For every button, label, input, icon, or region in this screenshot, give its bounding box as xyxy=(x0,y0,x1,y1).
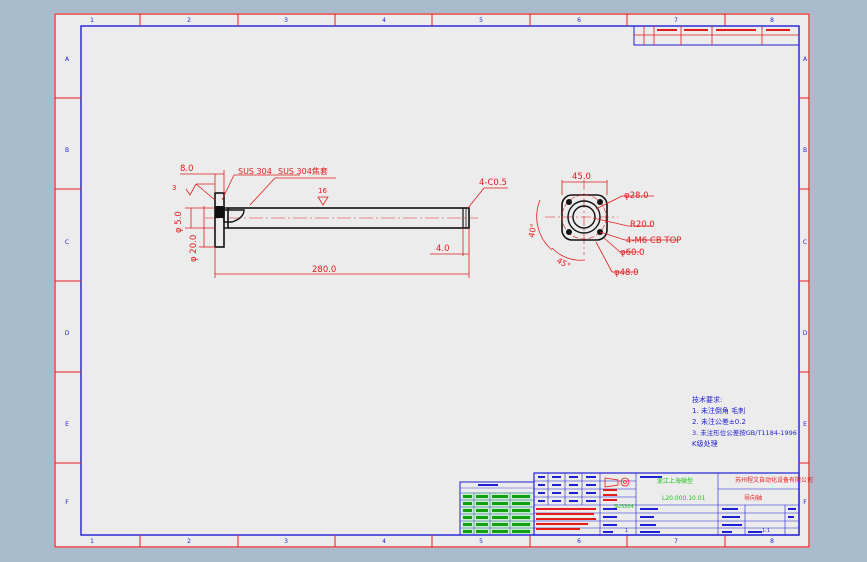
row-label: E xyxy=(803,421,807,428)
holes-label: 4-M6 CB TOP xyxy=(626,236,681,246)
material-sleeve-label: SUS 304焦套 xyxy=(278,166,328,176)
dim-diameter-60: φ60.0 xyxy=(620,248,645,258)
grid-ticks xyxy=(55,14,809,547)
col-label: 5 xyxy=(479,538,483,545)
notes-line: K级处理 xyxy=(692,439,718,448)
dim-length-280: 280.0 xyxy=(312,265,336,275)
col-label: 6 xyxy=(577,17,581,24)
sheet-cell: 1 xyxy=(625,528,628,534)
col-label: 8 xyxy=(770,17,774,24)
green-stamp-label: 浙江上海微型 xyxy=(657,477,693,485)
roughness-16: 16 xyxy=(318,187,327,195)
flange-end-view xyxy=(545,180,618,255)
row-label: F xyxy=(803,499,807,506)
projection-icon xyxy=(604,477,630,488)
col-label: 1 xyxy=(90,17,94,24)
dim-diameter-5: φ 5.0 xyxy=(174,211,184,233)
notes-line: 1. 未注倒角 毛刺 xyxy=(692,406,745,415)
dim-flange-45: 45.0 xyxy=(572,172,591,182)
material-label: SUS 304 xyxy=(238,167,272,176)
part-name: 导向轴 xyxy=(744,494,762,502)
row-label: A xyxy=(65,56,70,63)
dim-diameter-48: φ48.0 xyxy=(614,268,639,278)
company-name: 苏州程文自动化设备有限公司 xyxy=(735,476,813,484)
notes-line: 2. 未注公差±0.2 xyxy=(692,417,746,426)
dim-length-4: 4.0 xyxy=(436,244,450,254)
row-label: A xyxy=(803,56,808,63)
row-label: B xyxy=(65,147,69,154)
col-label: 4 xyxy=(382,538,386,545)
scale-cell: 1:1 xyxy=(762,528,770,534)
side-dimensions xyxy=(180,170,508,278)
material-cell: SUS304 xyxy=(614,504,634,510)
angle-40: 40° xyxy=(527,223,538,239)
dim-radius-20: R20.0 xyxy=(630,220,655,230)
bom-block xyxy=(459,481,596,536)
row-label: F xyxy=(65,499,69,506)
row-label: D xyxy=(65,330,70,337)
col-label: 8 xyxy=(770,538,774,545)
row-label: E xyxy=(65,421,69,428)
col-label: 2 xyxy=(187,538,191,545)
shaft-side-view xyxy=(205,192,478,248)
col-label: 6 xyxy=(577,538,581,545)
end-dimensions xyxy=(536,180,680,273)
col-label: 3 xyxy=(284,17,288,24)
col-label: 3 xyxy=(284,538,288,545)
row-label: C xyxy=(803,239,807,246)
dim-diameter-28: φ28.0 xyxy=(624,191,649,201)
notes-title: 技术要求: xyxy=(692,395,722,404)
drawing-number: L20.000.10.01 xyxy=(662,495,706,502)
chamfer-label: 4-C0.5 xyxy=(479,178,507,188)
roughness-3: 3 xyxy=(172,184,176,192)
col-label: 4 xyxy=(382,17,386,24)
revision-block xyxy=(633,25,800,46)
col-label: 7 xyxy=(674,17,678,24)
paper-sheet xyxy=(54,13,810,548)
row-label: D xyxy=(803,330,808,337)
dim-length-8: 8.0 xyxy=(180,164,194,174)
col-label: 1 xyxy=(90,538,94,545)
row-label: C xyxy=(65,239,69,246)
row-label: B xyxy=(803,147,807,154)
notes-line: 3. 未注形位公差按GB/T1184-1996 xyxy=(692,428,797,437)
title-block: 苏州程文自动化设备有限公司 导向轴 浙江上海微型 L20.000.10.01 S… xyxy=(533,472,813,536)
dim-diameter-20: φ 20.0 xyxy=(189,235,199,262)
col-label: 2 xyxy=(187,17,191,24)
col-label: 5 xyxy=(479,17,483,24)
technical-notes: 技术要求: 1. 未注倒角 毛刺 2. 未注公差±0.2 3. 未注形位公差按G… xyxy=(692,395,797,448)
col-label: 7 xyxy=(674,538,678,545)
